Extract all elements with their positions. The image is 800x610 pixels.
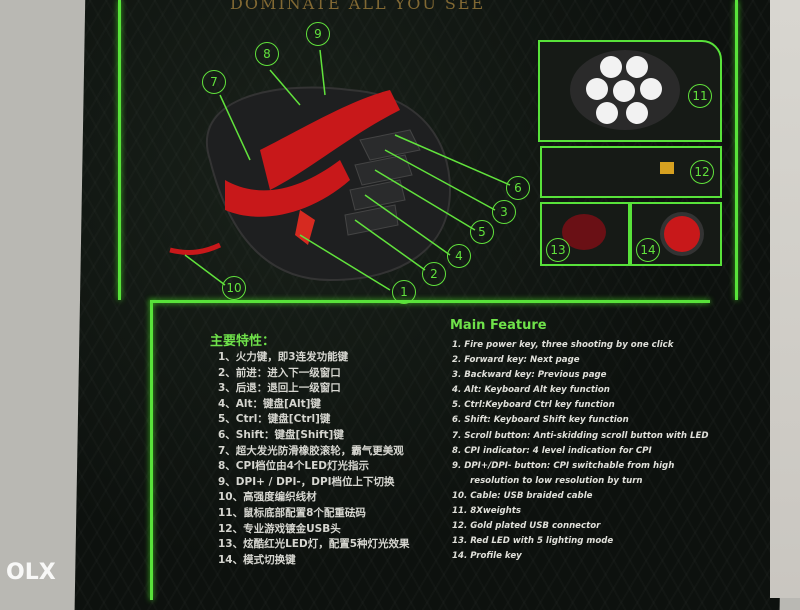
profile-key-panel: 14 [630,202,722,266]
cn-feature-item: 7、超大发光防滑橡胶滚轮，霸气更美观 [218,444,404,457]
main-feature-item: 5. Ctrl:Keyboard Ctrl key function [452,400,615,411]
cn-feature-item: 10、高强度编织线材 [218,491,317,504]
weights-panel: 11 [538,40,722,142]
callout-5: 5 [470,220,494,244]
callout-8: 8 [255,42,279,66]
main-feature-item: 2. Forward key: Next page [452,355,580,366]
olx-watermark: OLX [6,560,56,585]
cn-feature-item: 14、模式切换键 [218,553,296,566]
cn-feature-item: 12、专业游戏镀金USB头 [218,522,341,535]
main-feature-list: 1. Fire power key, three shooting by one… [452,338,708,564]
main-feature-item: 6. Shift: Keyboard Shift key function [452,415,629,426]
box-header-text: DOMINATE ALL YOU SEE [230,0,486,13]
callout-9: 9 [306,22,330,46]
cn-feature-item: 9、DPI+ / DPI-，DPI档位上下切换 [218,475,395,488]
main-feature-item: 1. Fire power key, three shooting by one… [452,340,674,350]
weight-2 [626,56,648,78]
callout-6: 6 [506,176,530,200]
cn-feature-item: 8、CPI档位由4个LED灯光指示 [218,460,369,473]
usb-panel: 12 [540,146,722,198]
cn-feature-item: 1、火力键，即3连发功能键 [218,351,349,363]
weight-7 [626,102,648,124]
callout-3: 3 [492,200,516,224]
weight-5 [640,78,662,100]
main-feature-item: 10. Cable: USB braided cable [452,490,593,501]
callout-12: 12 [690,160,714,184]
main-feature-item: 13. Red LED with 5 lighting mode [452,536,614,547]
callout-2: 2 [422,262,446,286]
callout-7: 7 [202,70,226,94]
cn-feature-item: 4、Alt：键盘[Alt]键 [218,397,321,410]
cn-feature-item: 11、鼠标底部配置8个配重砝码 [218,506,366,519]
led-panel: 13 [540,202,630,266]
cn-feature-item: 6、Shift：键盘[Shift]键 [218,428,344,441]
main-feature-item: 11. 8Xweights [452,506,522,517]
mouse-illustration [169,49,511,291]
main-feature-item: 12. Gold plated USB connector [452,521,601,532]
cn-feature-title: 主要特性： [210,334,276,349]
main-feature-item: 7. Scroll button: Anti-skidding scroll b… [452,430,709,441]
frame-line-top-left [118,0,121,300]
frame-line-right [735,0,738,300]
main-feature-item: 14. Profile key [452,551,522,562]
callout-10: 10 [222,276,246,300]
cn-feature-item: 3、后退：退回上一级窗口 [218,382,341,395]
background-strip [770,0,800,598]
main-feature-item: 3. Backward key: Previous page [452,370,607,381]
weight-1 [600,56,622,78]
led-logo [562,214,606,250]
profile-button [664,216,700,252]
frame-line-left-lower [150,300,153,600]
usb-connector [660,162,674,174]
callout-4: 4 [447,244,471,268]
frame-line-mid [150,300,710,303]
main-feature-title: Main Feature [450,318,547,333]
main-feature-item: 4. Alt: Keyboard Alt key function [452,385,610,396]
callout-14: 14 [636,238,660,262]
weight-6 [596,102,618,124]
weight-3 [586,78,608,100]
weight-4 [613,80,635,102]
main-feature-item: resolution to low resolution by turn [470,475,643,486]
cn-feature-item: 5、Ctrl：键盘[Ctrl]键 [218,413,331,426]
callout-11: 11 [688,84,712,108]
callout-1: 1 [392,280,416,304]
cn-feature-list: 1、火力键，即3连发功能键 2、前进：进入下一级窗口 3、后退：退回上一级窗口 … [218,350,410,568]
cn-feature-item: 2、前进：进入下一级窗口 [218,366,341,379]
main-feature-item: 9. DPI+/DPI- button: CPI switchable from… [452,460,675,471]
callout-13: 13 [546,238,570,262]
main-feature-item: 8. CPI indicator: 4 level indication for… [452,445,652,456]
cn-feature-item: 13、炫酷红光LED灯，配置5种灯光效果 [218,538,410,551]
